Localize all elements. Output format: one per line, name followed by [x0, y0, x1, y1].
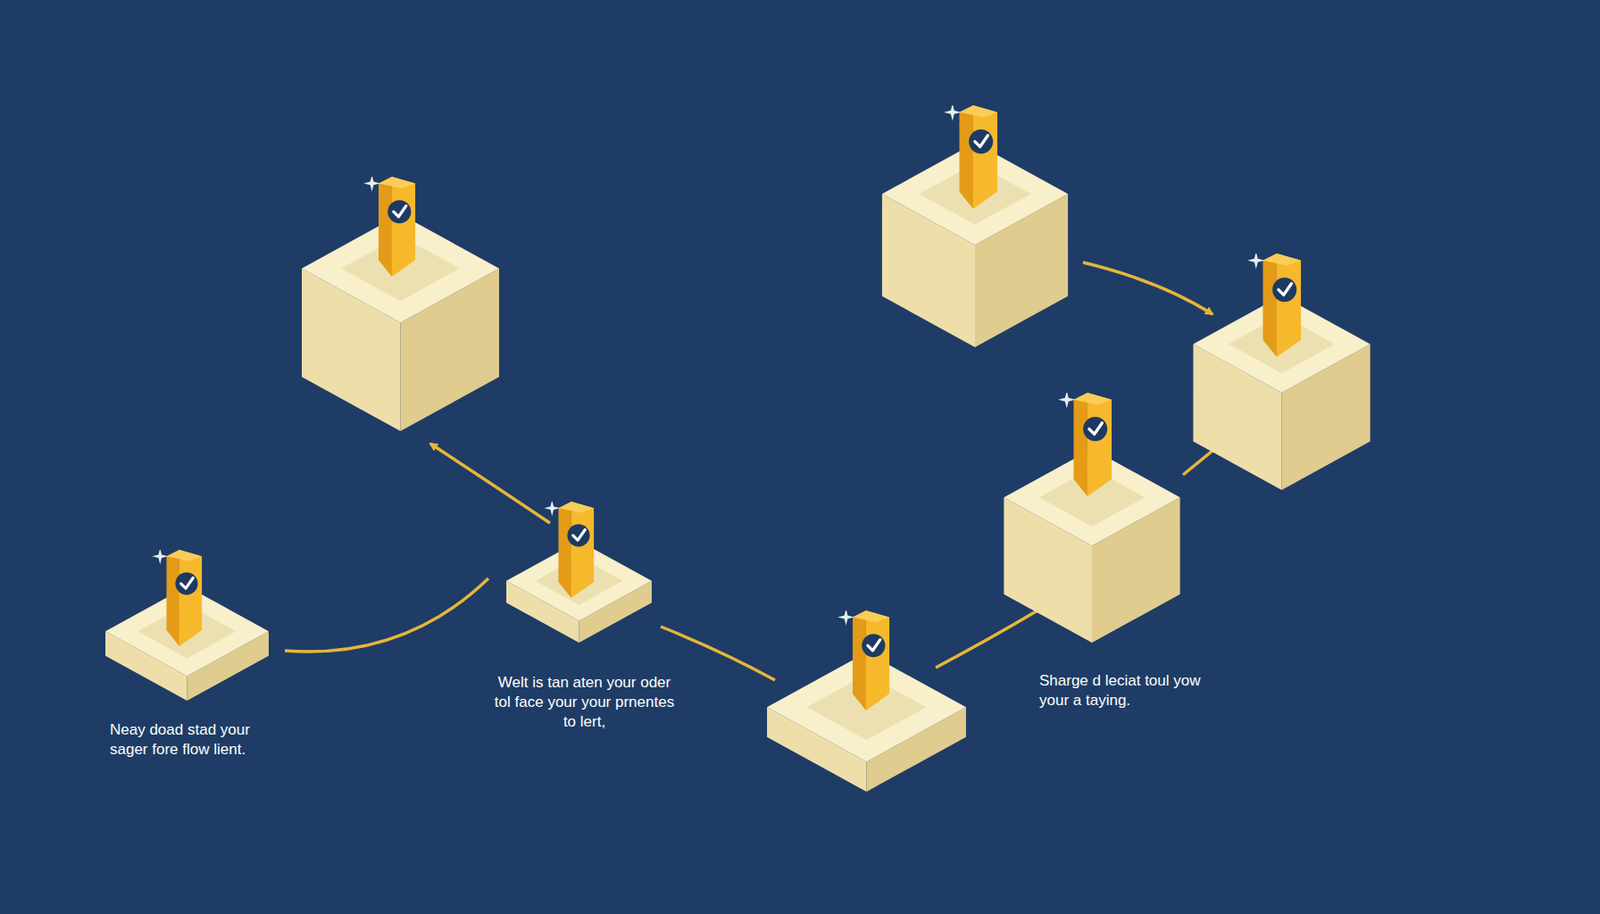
tile-node: Neay doad stad your sager fore flow lien… [97, 586, 285, 766]
flow-connector [284, 578, 489, 652]
tile-node: Sharge d leciat toul yow your a taying. [1026, 449, 1215, 717]
node-caption: Neay doad stad your sager fore flow lien… [109, 720, 280, 760]
node-caption: Sharge d leciat toul yow your a taying. [1039, 671, 1209, 711]
node-caption: Welt is tan aten your oder tol face your… [492, 673, 676, 733]
tile-node: Welt is tan aten your oder tol face your… [488, 541, 681, 738]
